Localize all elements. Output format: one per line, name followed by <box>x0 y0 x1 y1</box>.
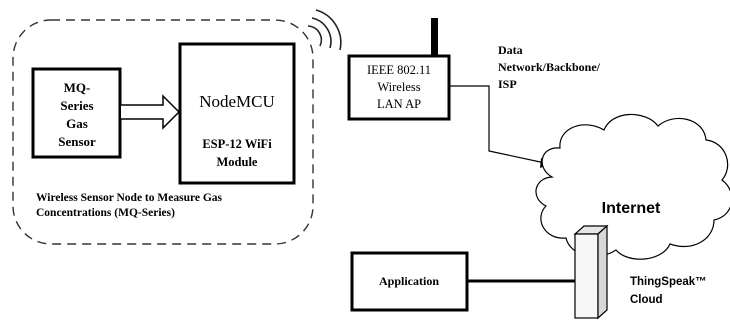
access-point-label-2: Wireless <box>377 80 420 94</box>
application-label: Application <box>379 274 439 288</box>
sensor-node-boundary <box>12 19 314 245</box>
ap-to-internet-connector <box>449 85 546 164</box>
mq-sensor-box <box>31 67 122 159</box>
nodemcu-sub-1: ESP-12 WiFi <box>202 137 272 151</box>
sensor-to-nodemcu-arrow <box>121 94 181 130</box>
cloud-server-icon <box>573 224 609 320</box>
sensor-node-caption-2: Concentrations (MQ-Series) <box>36 207 175 219</box>
mq-sensor-label-4: Sensor <box>58 134 96 149</box>
access-point-label-3: LAN AP <box>377 97 421 111</box>
network-label-3: ISP <box>498 77 517 91</box>
access-point-label-1: IEEE 802.11 <box>367 63 431 77</box>
cloud-label-1: ThingSpeak™ <box>630 276 707 288</box>
nodemcu-title: NodeMCU <box>199 92 275 111</box>
mq-sensor-label-3: Gas <box>66 116 88 131</box>
sensor-node-caption-1: Wireless Sensor Node to Measure Gas <box>36 192 223 204</box>
mq-sensor-label-1: MQ- <box>64 80 91 95</box>
network-label-2: Network/Backbone/ <box>498 60 601 74</box>
antenna-icon <box>431 18 438 56</box>
nodemcu-sub-2: Module <box>217 155 258 169</box>
application-box <box>350 251 469 312</box>
cloud-label-2: Cloud <box>630 294 663 306</box>
access-point-box <box>347 54 451 121</box>
network-label-1: Data <box>498 43 523 57</box>
internet-cloud <box>535 113 730 260</box>
mq-sensor-label-2: Series <box>60 98 93 113</box>
nodemcu-box <box>178 42 296 185</box>
internet-label: Internet <box>602 200 661 217</box>
wifi-signal-icon <box>307 9 342 51</box>
